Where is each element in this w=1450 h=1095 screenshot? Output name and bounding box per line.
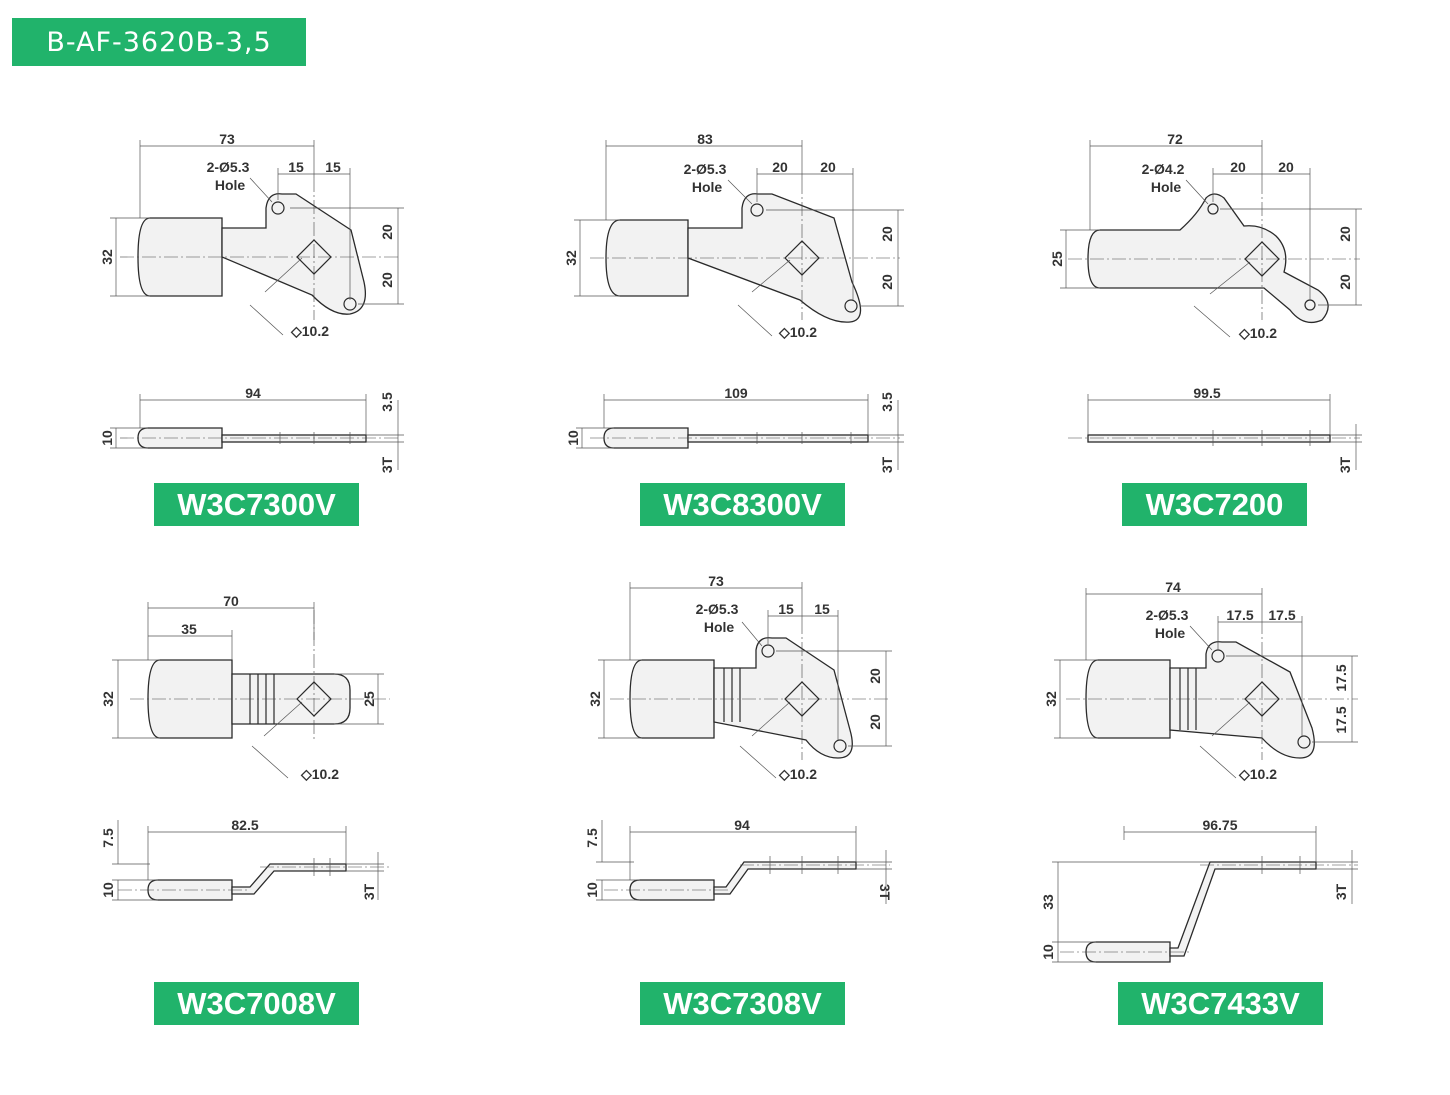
dim-label: 25 bbox=[1049, 251, 1065, 267]
dim-label: 15 bbox=[288, 159, 304, 175]
dim-label: 17.5 bbox=[1226, 607, 1253, 623]
drawing-w3c8300v-top: 83 20 20 2-Ø5.3 Hole 32 20 20 ◇10.2 bbox=[563, 131, 904, 340]
hole-label: Hole bbox=[215, 177, 246, 193]
page-title: B-AF-3620B-3,5 bbox=[12, 18, 306, 66]
dim-label: 109 bbox=[724, 385, 748, 401]
dim-label: 3T bbox=[1333, 883, 1349, 900]
drawing-w3c7433v-top: 74 17.5 17.5 2-Ø5.3 Hole 32 17.5 17.5 ◇1… bbox=[1043, 579, 1358, 782]
dim-label: 32 bbox=[563, 250, 579, 266]
dim-label: 15 bbox=[325, 159, 341, 175]
drawing-w3c8300v-side: 109 10 3.5 3T bbox=[565, 385, 904, 473]
drawing-w3c7200-top: 72 20 20 2-Ø4.2 Hole 25 20 20 ◇10.2 bbox=[1049, 131, 1362, 341]
model-badge-w3c7308v: W3C7308V bbox=[640, 982, 845, 1025]
dim-label: 96.75 bbox=[1202, 817, 1237, 833]
dim-label: 20 bbox=[820, 159, 836, 175]
dim-label: 10 bbox=[100, 882, 116, 898]
dim-label: Hole bbox=[704, 619, 735, 635]
drawing-w3c7300v-side: 94 10 3.5 3T bbox=[99, 385, 404, 473]
dim-label: 3.5 bbox=[379, 392, 395, 412]
dim-label: 33 bbox=[1040, 894, 1056, 910]
dim-label: 2-Ø5.3 bbox=[696, 601, 739, 617]
hole-label: 2-Ø5.3 bbox=[207, 159, 250, 175]
dim-label: 72 bbox=[1167, 131, 1183, 147]
dim-label: 20 bbox=[867, 714, 883, 730]
dim-label: 20 bbox=[379, 224, 395, 240]
dim-label: 2-Ø5.3 bbox=[684, 161, 727, 177]
dim-label: 25 bbox=[361, 691, 377, 707]
dim-label: ◇10.2 bbox=[778, 324, 817, 340]
dim-label: Hole bbox=[1151, 179, 1182, 195]
drawing-w3c7008v-side: 82.5 7.5 10 3T bbox=[100, 817, 390, 901]
dim-label: 2-Ø4.2 bbox=[1142, 161, 1185, 177]
model-badge-w3c7433v: W3C7433V bbox=[1118, 982, 1323, 1025]
dim-label: Hole bbox=[692, 179, 723, 195]
dim-label: ◇10.2 bbox=[1238, 766, 1277, 782]
dim-label: 3T bbox=[879, 456, 895, 473]
dim-label: 10 bbox=[99, 430, 115, 446]
dim-label: 20 bbox=[772, 159, 788, 175]
dim-label: 94 bbox=[245, 385, 261, 401]
drawing-w3c7308v-side: 94 7.5 10 3T bbox=[584, 817, 893, 904]
dim-label: 32 bbox=[1043, 691, 1059, 707]
dim-label: 94 bbox=[734, 817, 750, 833]
dim-label: 3T bbox=[877, 884, 893, 901]
dim-label: 20 bbox=[1337, 226, 1353, 242]
dim-label: 17.5 bbox=[1333, 664, 1349, 691]
dim-label: 17.5 bbox=[1333, 706, 1349, 733]
dim-label: 20 bbox=[1278, 159, 1294, 175]
dim-label: 20 bbox=[867, 668, 883, 684]
dim-label: 32 bbox=[100, 691, 116, 707]
model-badge-w3c8300v: W3C8300V bbox=[640, 483, 845, 526]
dim-label: 99.5 bbox=[1193, 385, 1220, 401]
dim-label: 74 bbox=[1165, 579, 1181, 595]
drawing-w3c7008v-top: 70 35 32 25 ◇10.2 bbox=[100, 593, 390, 782]
dim-label: 15 bbox=[778, 601, 794, 617]
dim-label: 3.5 bbox=[879, 392, 895, 412]
latch-plate bbox=[221, 193, 367, 315]
drawing-w3c7308v-top: 73 15 15 2-Ø5.3 Hole 32 20 20 ◇10.2 bbox=[587, 573, 892, 782]
dim-label: 17.5 bbox=[1268, 607, 1295, 623]
dim-label: 32 bbox=[587, 691, 603, 707]
dim-label: 32 bbox=[99, 249, 115, 265]
dim-label: 73 bbox=[219, 131, 235, 147]
dim-label: 10 bbox=[584, 882, 600, 898]
dim-label: 10 bbox=[565, 430, 581, 446]
dim-label: ◇10.2 bbox=[290, 323, 329, 339]
dim-label: 82.5 bbox=[231, 817, 258, 833]
dim-label: 2-Ø5.3 bbox=[1146, 607, 1189, 623]
drawing-w3c7300v-top: 73 15 15 2-Ø5.3 Hole 32 20 20 ◇10.2 bbox=[99, 131, 404, 339]
dim-label: ◇10.2 bbox=[300, 766, 339, 782]
model-badge-w3c7008v: W3C7008V bbox=[154, 982, 359, 1025]
dim-label: 20 bbox=[1337, 274, 1353, 290]
dim-label: 15 bbox=[814, 601, 830, 617]
dim-label: ◇10.2 bbox=[778, 766, 817, 782]
drawing-w3c7200-side: 99.5 3T bbox=[1068, 385, 1362, 473]
dim-label: 3T bbox=[1337, 456, 1353, 473]
dim-label: 7.5 bbox=[100, 828, 116, 848]
dim-label: 35 bbox=[181, 621, 197, 637]
dim-label: 7.5 bbox=[584, 828, 600, 848]
dim-label: ◇10.2 bbox=[1238, 325, 1277, 341]
model-badge-w3c7300v: W3C7300V bbox=[154, 483, 359, 526]
dim-label: 3T bbox=[361, 883, 377, 900]
dim-label: 20 bbox=[879, 226, 895, 242]
dim-label: 83 bbox=[697, 131, 713, 147]
dim-label: 73 bbox=[708, 573, 724, 589]
dim-label: 20 bbox=[1230, 159, 1246, 175]
dim-label: 20 bbox=[379, 272, 395, 288]
dim-label: 3T bbox=[379, 456, 395, 473]
dim-label: 70 bbox=[223, 593, 239, 609]
dim-label: 10 bbox=[1040, 944, 1056, 960]
dim-label: 20 bbox=[879, 274, 895, 290]
dim-label: Hole bbox=[1155, 625, 1186, 641]
drawing-w3c7433v-side: 96.75 33 10 3T bbox=[1040, 817, 1358, 963]
model-badge-w3c7200: W3C7200 bbox=[1122, 483, 1307, 526]
